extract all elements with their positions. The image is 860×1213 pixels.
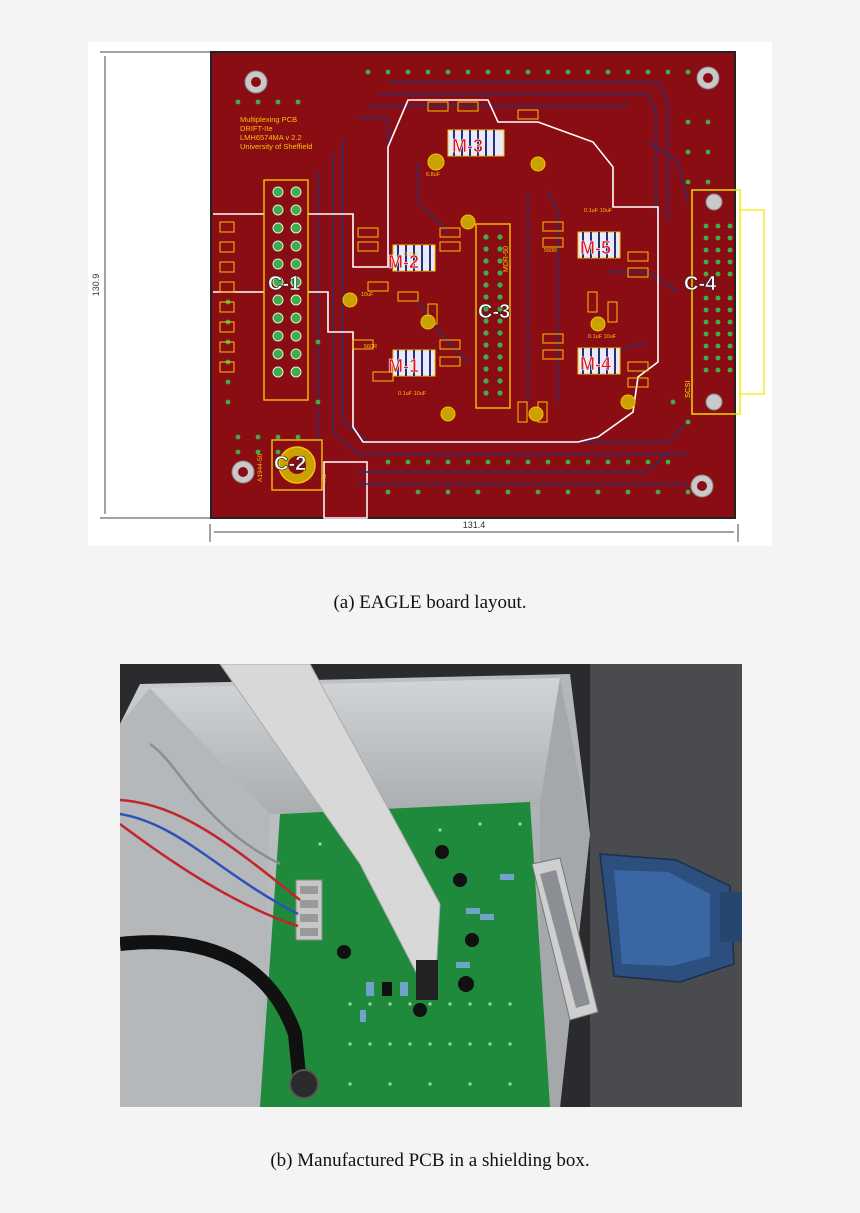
- connector-c2: A1944-50 X1: [257, 439, 328, 491]
- cap-pair-label-2: 0.1uF 10uF: [584, 208, 613, 214]
- label-m5: M-5: [580, 238, 611, 258]
- scsi-connector: [531, 857, 599, 1021]
- mux-chip-m3: [447, 129, 505, 157]
- board-text-line1: Multiplexing PCB: [240, 115, 297, 124]
- mux-chip-m1: [392, 349, 436, 377]
- ribbon-connector: [416, 960, 438, 1000]
- connector-c1: [219, 179, 309, 401]
- board-outlines: [213, 99, 659, 443]
- coax-connector: [289, 1069, 319, 1099]
- label-c1: C-1: [268, 273, 300, 295]
- signal-wires: [119, 742, 301, 928]
- via-dots: [225, 69, 711, 495]
- dimension-width-label: 131.4: [463, 520, 486, 530]
- scsi-plug: [599, 853, 742, 983]
- cap-label-2: 0.1uF: [404, 252, 419, 258]
- electrolytic-caps: [342, 153, 636, 422]
- cap-label-1: 6.8uF: [426, 172, 441, 178]
- pcb-components: [337, 845, 479, 1017]
- cap-pair-label-1: 0.1uF 10uF: [398, 391, 427, 397]
- traces: [317, 81, 689, 485]
- mux-chips: [392, 129, 621, 377]
- terminal-block: [295, 879, 323, 941]
- label-c4: C-4: [684, 273, 717, 295]
- board-text-line4: University of Sheffield: [240, 142, 312, 151]
- component-value-labels: 6.8uF 0.1uF 10uF 560R 0.1uF 10uF 0.1uF 1…: [361, 172, 617, 397]
- dimension-height-label: 130.9: [91, 274, 101, 297]
- cap-label-3: 10uF: [361, 292, 374, 298]
- pcb-resistors: [360, 874, 514, 1022]
- a1944-label: A1944-50: [257, 453, 264, 482]
- caption-b: (b) Manufactured PCB in a shielding box.: [270, 1150, 590, 1171]
- cap-pair-label-3: 0.1uF 10uF: [588, 334, 617, 340]
- pcb-photo-svg: [119, 663, 742, 1107]
- box-back-wall: [150, 678, 560, 814]
- label-m4: M-4: [580, 354, 611, 374]
- mux-chip-m2: [392, 244, 436, 272]
- coax-cable: [119, 935, 307, 1085]
- board-text-line3: LMH6574MA v 2.2: [240, 133, 302, 142]
- connector-c3: MDR-50: [475, 223, 511, 409]
- mux-chip-m5: [577, 231, 621, 259]
- label-c2: C-2: [274, 453, 306, 475]
- res-label-2: 560R: [544, 248, 557, 254]
- pcb-board: [260, 802, 550, 1107]
- eagle-layout-figure: 130.9 131.4: [88, 42, 772, 546]
- pcb-photo-figure: [119, 663, 742, 1107]
- box-left-wall: [120, 688, 270, 1107]
- mux-labels: M-1 M-2 M-3 M-4 M-5: [388, 136, 612, 377]
- board-notch: [323, 461, 368, 519]
- x1-label: X1: [321, 474, 328, 482]
- board-text-line2: DRIFT-IIe: [240, 124, 273, 133]
- mux-chip-m4: [577, 347, 621, 375]
- scsi-label: SCSI: [683, 380, 692, 398]
- res-label-1: 560R: [364, 344, 377, 350]
- connector-labels: C-1 C-2 C-3 C-4: [268, 273, 718, 476]
- eagle-layout-svg: 130.9 131.4: [91, 51, 765, 542]
- caption-a: (a) EAGLE board layout.: [333, 592, 527, 613]
- label-m2: M-2: [388, 252, 419, 272]
- board-info-text: Multiplexing PCB DRIFT-IIe LMH6574MA v 2…: [240, 115, 312, 151]
- dimension-lines: [100, 51, 739, 542]
- mounting-holes: [231, 66, 723, 498]
- label-m3: M-3: [452, 136, 483, 156]
- connector-c4: SCSI: [683, 189, 765, 415]
- mdr-label: MDR-50: [503, 246, 510, 272]
- label-m1: M-1: [388, 356, 419, 376]
- label-c3: C-3: [478, 301, 510, 323]
- pcb-vias: [318, 822, 522, 1086]
